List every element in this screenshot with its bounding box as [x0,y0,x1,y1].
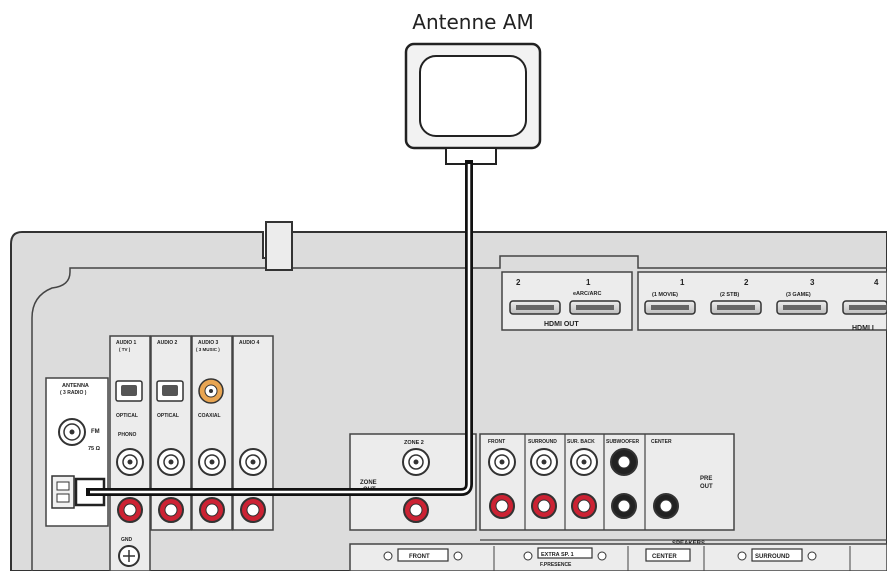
hdmi-out-1-number: 1 [586,278,591,287]
hdmi-in-3-number: 3 [810,278,815,287]
speakers-section: SPEAKERS FRONT EXTRA SP. 1 F.PRESENCE CE… [349,539,887,572]
hdmi-in-section: 1 2 3 4 (1 MOVIE) (2 STB) (3 GAME) HDMI … [637,271,887,332]
hdmi-in-4-number: 4 [874,278,879,287]
am-antenna-terminal[interactable] [51,475,75,509]
diagram-title: Antenne AM [412,10,534,34]
fm-ohm-label: 75 Ω [88,446,101,452]
antenna-label: ANTENNA [62,383,89,389]
zone2-section: ZONE 2 ZONE OUT [349,433,477,531]
audio-3-sub: ( 3 MUSIC ) [196,347,220,352]
speaker-extra-label: EXTRA SP. 1 [541,552,574,558]
speaker-center-label: CENTER [652,554,677,560]
audio-1-sub: ( TV ) [119,347,131,352]
speaker-front-label: FRONT [409,554,430,560]
preout-section: FRONT SURROUND SUR. BACK SUBWOOFER CENTE… [479,433,735,531]
hdmi-in-label: HDMI I [852,325,874,332]
speaker-extra-label-box [537,547,593,559]
hdmi-out-section: 2 1 eARC/ARC HDMI OUT [501,271,633,331]
audio-3-header: AUDIO 3 [198,340,219,346]
hdmi-out-earc-label: eARC/ARC [573,291,601,297]
speaker-front-label-box [397,548,449,562]
preout-label-2: OUT [700,484,713,490]
preout-center-label: CENTER [651,439,672,445]
hdmi-in-1-sub: (1 MOVIE) [652,292,678,298]
hdmi-in-2-number: 2 [744,278,749,287]
audio-2-optical-label: OPTICAL [157,413,179,419]
speaker-surround-label: SURROUND [755,554,790,560]
audio-3-coaxial-label: COAXIAL [198,413,221,419]
audio-section: AUDIO 1 AUDIO 2 AUDIO 3 AUDIO 4 ( TV ) (… [109,335,274,572]
am-antenna [404,42,542,165]
speaker-center-label-box [645,548,691,562]
zone-out-label-1: ZONE [360,480,377,486]
fm-label: FM [91,429,100,435]
hdmi-in-1-number: 1 [680,278,685,287]
preout-subwoofer-label: SUBWOOFER [606,439,639,445]
hdmi-out-2-number: 2 [516,278,521,287]
antenna-section: ANTENNA ( 3 RADIO ) FM 75 Ω [45,377,109,527]
preout-label-1: PRE [700,476,712,482]
zone2-label: ZONE 2 [404,440,424,446]
preout-surback-label: SUR. BACK [567,439,595,445]
preout-surround-label: SURROUND [528,439,557,445]
preout-front-label: FRONT [488,439,505,445]
am-antenna-cable [86,160,473,496]
audio-2-header: AUDIO 2 [157,340,178,346]
hdmi-in-3-sub: (3 GAME) [786,292,811,298]
audio-1-header: AUDIO 1 [116,340,137,346]
phono-label: PHONO [118,432,136,438]
gnd-label: GND [121,537,133,543]
hdmi-in-2-sub: (2 STB) [720,292,739,298]
speaker-fpresence-label: F.PRESENCE [540,562,572,568]
antenna-sub-label: ( 3 RADIO ) [60,390,87,396]
audio-1-optical-label: OPTICAL [116,413,138,419]
audio-4-header: AUDIO 4 [239,340,260,346]
speaker-surround-label-box [751,548,803,562]
hdmi-out-label: HDMI OUT [544,321,579,328]
